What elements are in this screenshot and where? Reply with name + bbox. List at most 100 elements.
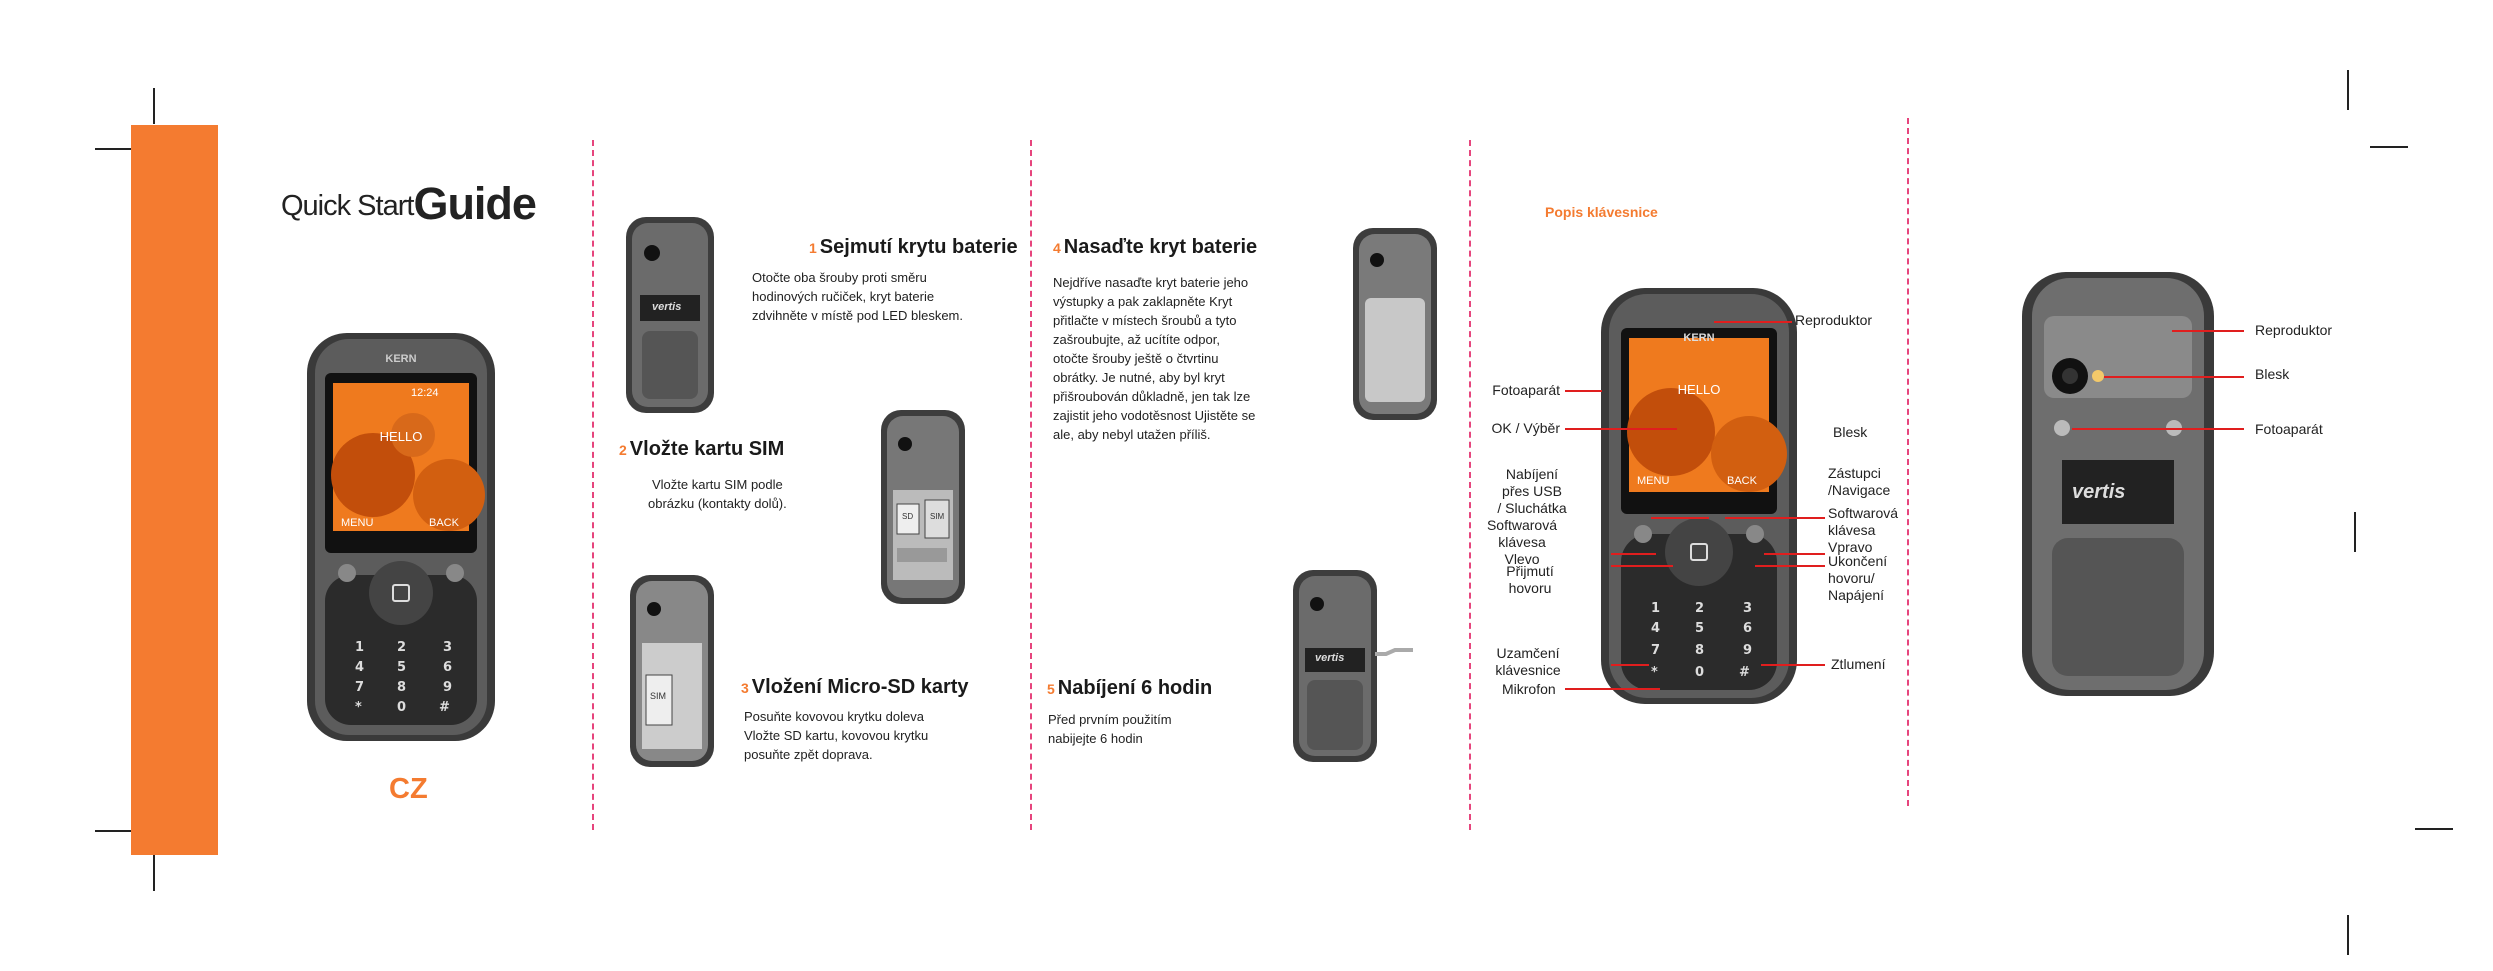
label-mikrofon: Mikrofon <box>1502 681 1556 697</box>
label-prijmuti: Přijmutí hovoru <box>1506 563 1554 596</box>
leader-line <box>1764 553 1825 555</box>
svg-text:7: 7 <box>355 680 364 695</box>
label-ztlumeni: Ztlumení <box>1831 656 1886 672</box>
cover-phone-image: 1 2 3 4 5 6 7 8 9 * 0 # KERN 12:24 HELLO MENU BA… <box>303 325 499 745</box>
label-reproduktor: Reproduktor <box>1795 312 1873 328</box>
step1-body: Otočte oba šrouby proti směru hodinových… <box>752 270 963 323</box>
svg-text:8: 8 <box>1695 643 1704 658</box>
panel-divider <box>1030 140 1032 830</box>
label-fotoaparat: Fotoaparát <box>1492 382 1560 398</box>
svg-text:#: # <box>439 700 450 715</box>
back-phone-image: vertis <box>2018 268 2218 705</box>
back-label-fotoaparat: Fotoaparát <box>2255 421 2323 437</box>
leader-line <box>1611 664 1649 666</box>
phone-hello: HELLO <box>379 429 423 444</box>
svg-text:4: 4 <box>1651 621 1660 636</box>
crop-mark <box>2354 512 2356 552</box>
phone-back-label: BACK <box>1727 475 1757 487</box>
svg-text:1: 1 <box>355 640 364 655</box>
phone-brand: KERN <box>385 353 417 365</box>
leader-line <box>1755 565 1825 567</box>
leader-line <box>1725 517 1825 519</box>
svg-text:1: 1 <box>1651 601 1660 616</box>
label-nabijeni: Nabíjení přes USB / Sluchátka <box>1497 466 1567 516</box>
svg-text:9: 9 <box>443 680 452 695</box>
quick-start-text: Quick Start <box>281 190 414 222</box>
sim-label: SIM <box>650 691 667 701</box>
crop-mark <box>153 855 155 891</box>
phone-menu-label: MENU <box>341 517 374 529</box>
svg-text:#: # <box>1739 665 1750 680</box>
label-soft-left: Softwarová klávesa Vlevo <box>1486 517 1558 567</box>
guide-text: Guide <box>413 178 537 229</box>
crop-mark <box>153 88 155 124</box>
svg-text:6: 6 <box>443 660 452 675</box>
step5-body: Před prvním použitím nabijejte 6 hodin <box>1048 712 1172 746</box>
leader-line <box>1651 517 1709 519</box>
label-blesk: Blesk <box>1833 424 1868 440</box>
step4-phone-image <box>1351 226 1439 427</box>
keyboard-section-title: Popis klávesnice <box>1545 204 1658 220</box>
orange-side-band <box>131 125 218 855</box>
svg-text:*: * <box>355 700 362 715</box>
vertis-logo-text: vertis <box>652 301 682 313</box>
svg-text:7: 7 <box>1651 643 1660 658</box>
phone-time: 12:24 <box>411 387 439 399</box>
leader-line <box>2172 330 2244 332</box>
svg-text:5: 5 <box>1695 621 1704 636</box>
svg-text:*: * <box>1651 665 1658 680</box>
vertis-logo-text: vertis <box>2072 481 2126 503</box>
svg-text:6: 6 <box>1743 621 1752 636</box>
step4-body: Nejdříve nasaďte kryt baterie jeho výstu… <box>1053 275 1256 442</box>
svg-text:0: 0 <box>1695 665 1704 680</box>
back-label-reproduktor: Reproduktor <box>2255 322 2333 338</box>
label-zastupci: Zástupci /Navigace <box>1828 465 1891 498</box>
svg-text:3: 3 <box>1743 601 1752 616</box>
vertis-logo-text: vertis <box>1315 652 1345 664</box>
label-uzamceni: Uzamčení klávesnice <box>1495 645 1561 678</box>
phone-menu-label: MENU <box>1637 475 1670 487</box>
crop-mark <box>95 148 131 150</box>
crop-mark <box>2415 828 2453 830</box>
leader-line <box>1714 321 1792 323</box>
crop-mark <box>95 830 131 832</box>
sd-label: SD <box>902 512 914 521</box>
svg-text:4: 4 <box>355 660 364 675</box>
svg-text:2: 2 <box>397 640 406 655</box>
leader-line <box>1565 688 1660 690</box>
label-soft-right: Softwarová klávesa Vpravo <box>1828 505 1899 555</box>
leader-line <box>2104 376 2244 378</box>
leader-line <box>1761 664 1825 666</box>
back-label-blesk: Blesk <box>2255 366 2290 382</box>
leader-line <box>2072 428 2244 430</box>
sim-label: SIM <box>930 512 945 521</box>
panel-divider <box>592 140 594 830</box>
leader-line <box>1611 565 1673 567</box>
label-ok-vyber: OK / Výběr <box>1491 420 1560 436</box>
svg-text:8: 8 <box>397 680 406 695</box>
crop-mark <box>2347 70 2349 110</box>
leader-line <box>1565 428 1677 430</box>
svg-text:0: 0 <box>397 700 406 715</box>
step5-phone-image: vertis <box>1291 568 1416 769</box>
panel-divider <box>1469 140 1471 830</box>
svg-text:5: 5 <box>397 660 406 675</box>
phone-hello: HELLO <box>1677 382 1721 397</box>
step3-phone-image: SIM <box>628 573 716 774</box>
step1-phone-image: vertis <box>624 215 716 420</box>
panel-divider <box>1907 118 1909 806</box>
phone-brand: KERN <box>1683 332 1715 344</box>
step2-phone-image: SD SIM <box>879 408 967 611</box>
crop-mark <box>2370 146 2408 148</box>
leader-line <box>1611 553 1656 555</box>
svg-text:3: 3 <box>443 640 452 655</box>
svg-text:9: 9 <box>1743 643 1752 658</box>
phone-back-label: BACK <box>429 517 459 529</box>
step2-body: Vložte kartu SIM podle obrázku (kontakty… <box>648 477 787 511</box>
